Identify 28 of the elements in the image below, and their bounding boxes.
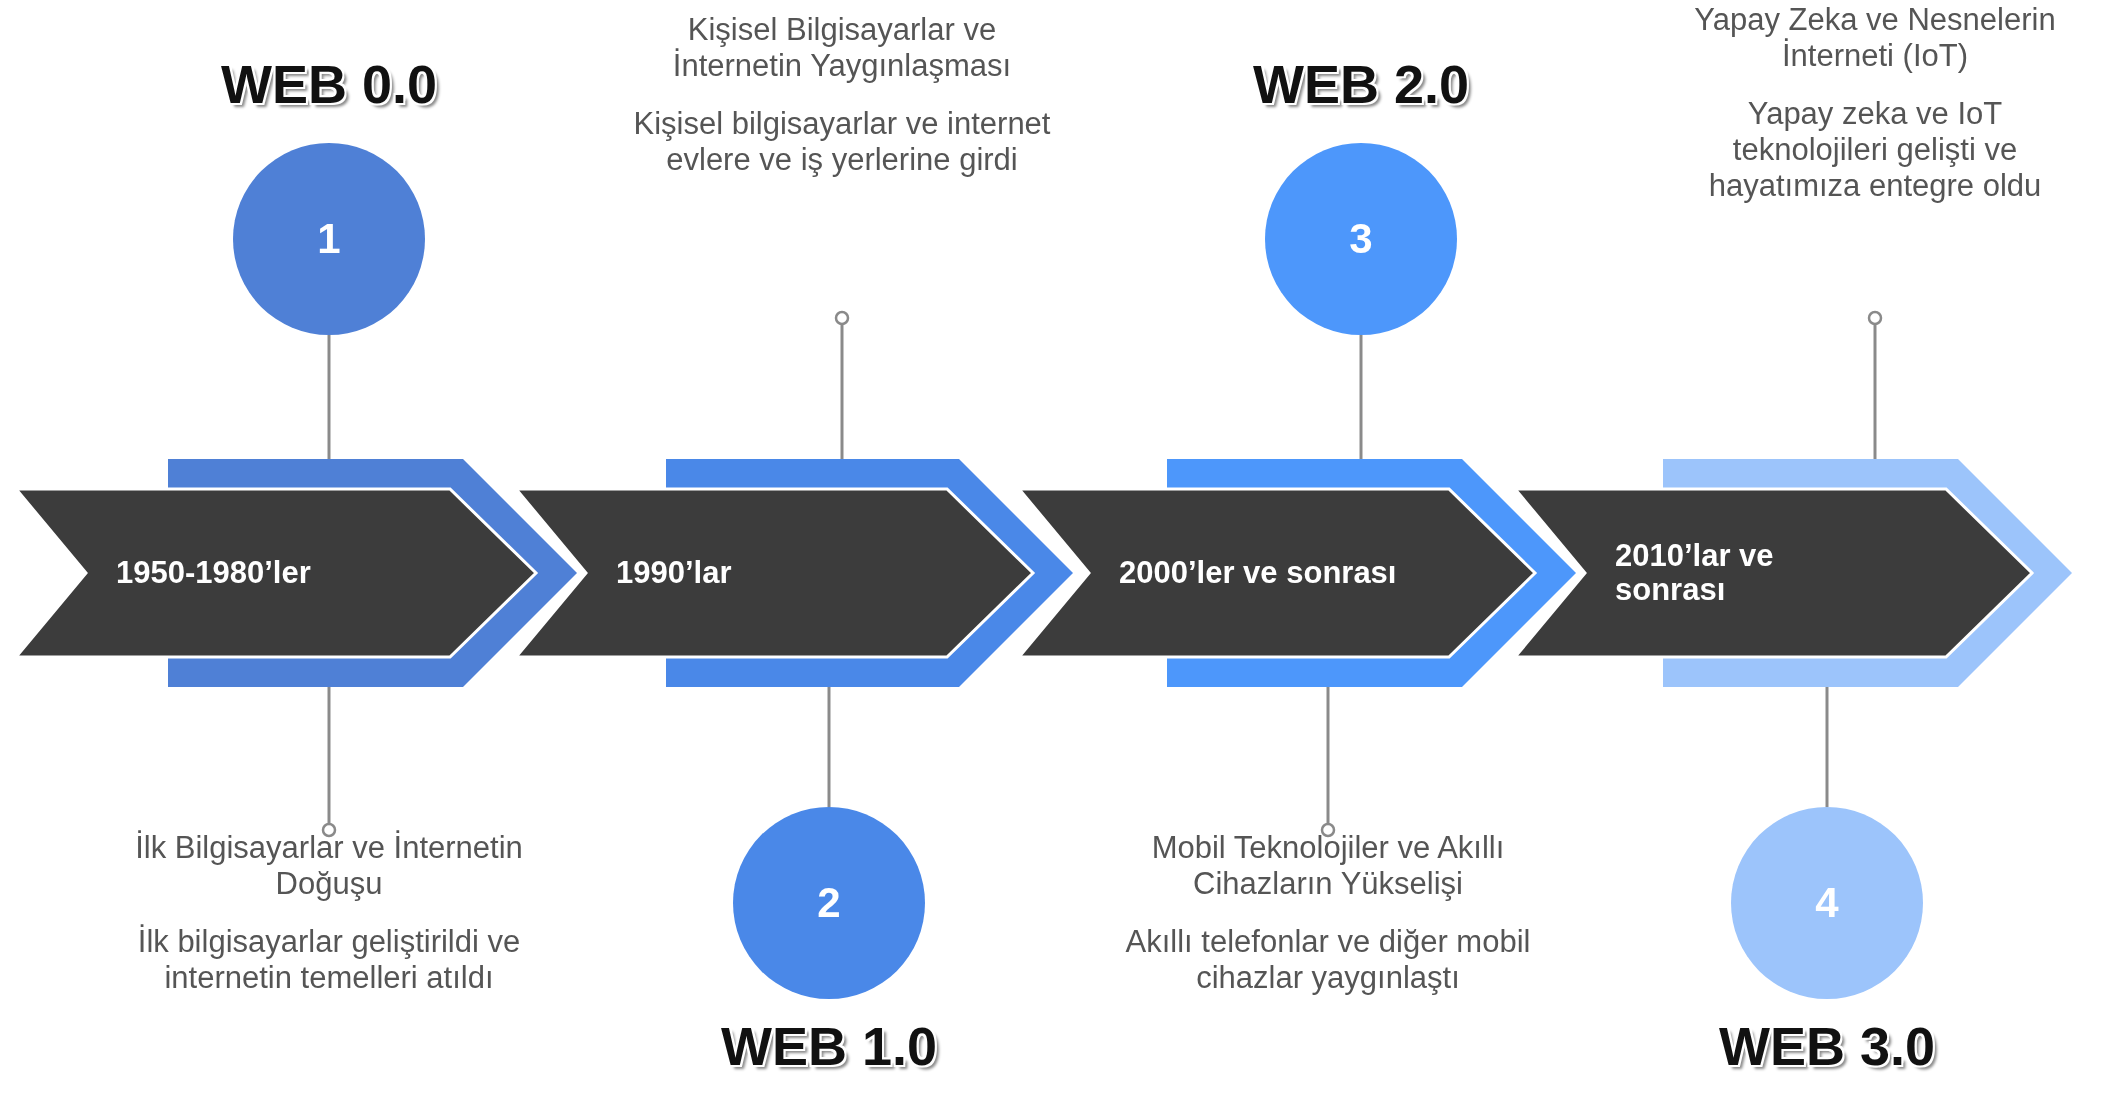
step-number: 2 xyxy=(817,879,841,927)
era-heading: WEB 3.0 xyxy=(1717,1015,1937,1077)
connector-line xyxy=(321,687,337,838)
period-label: 2010’lar ve sonrası xyxy=(1615,539,1775,607)
connector-line xyxy=(1825,687,1829,807)
connector-line xyxy=(834,310,850,459)
period-label: 1950-1980’ler xyxy=(116,556,312,590)
milestone-title: Yapay Zeka ve Nesnelerin İnterneti (IoT) xyxy=(1693,2,2057,74)
milestone-title: İlk Bilgisayarlar ve İnternetin Doğuşu xyxy=(134,830,524,902)
step-number: 4 xyxy=(1815,879,1839,927)
connector-line xyxy=(1359,335,1363,459)
connector-line xyxy=(827,687,831,807)
step-number: 3 xyxy=(1349,215,1373,263)
connector-line xyxy=(1320,687,1336,838)
step-number: 1 xyxy=(317,215,341,263)
era-heading: WEB 1.0 xyxy=(719,1015,939,1077)
connector-line xyxy=(1867,310,1883,459)
milestone-description: Yapay zeka ve IoT teknolojileri gelişti ve hayatımıza entegre oldu xyxy=(1707,96,2043,204)
period-label: 1990’lar xyxy=(616,556,733,590)
milestone-title: Kişisel Bilgisayarlar ve İnternetin Yaygınlaşması xyxy=(671,12,1013,84)
milestone-description: İlk bilgisayarlar geliştirildi ve internetin temelleri atıldı xyxy=(136,924,522,996)
era-heading: WEB 2.0 xyxy=(1251,53,1471,115)
period-label: 2000’ler ve sonrası xyxy=(1119,556,1398,590)
era-heading: WEB 0.0 xyxy=(219,53,439,115)
connector-line xyxy=(327,335,331,459)
milestone-title: Mobil Teknolojiler ve Akıllı Cihazların Yükselişi xyxy=(1150,830,1506,902)
milestone-description: Kişisel bilgisayarlar ve internet evlere ve iş yerlerine girdi xyxy=(632,106,1052,178)
milestone-description: Akıllı telefonlar ve diğer mobil cihazlar yaygınlaştı xyxy=(1124,924,1532,996)
